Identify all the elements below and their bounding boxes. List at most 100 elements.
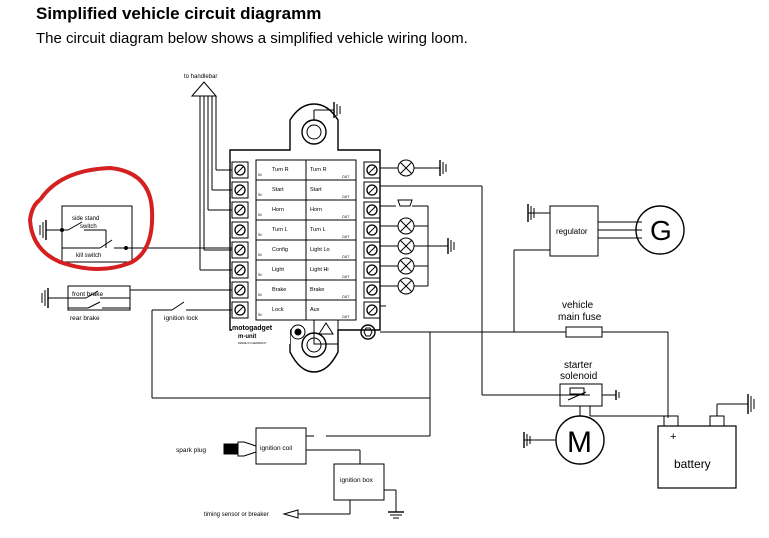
- input-terminal-screw: [236, 246, 244, 254]
- handlebar-label: to handlebar: [184, 74, 217, 80]
- side-stand-label: side stand: [72, 216, 99, 222]
- page-title: Simplified vehicle circuit diagramm: [36, 4, 322, 23]
- battery-plus-label: +: [670, 431, 676, 443]
- regulator-label: regulator: [556, 227, 588, 236]
- input-terminal-screw: [236, 186, 244, 194]
- input-terminal-screw: [236, 166, 244, 174]
- brand-label: motogadget: [232, 325, 273, 332]
- output-terminal: [366, 244, 378, 256]
- generator-label: G: [650, 215, 672, 246]
- output-terminal-frame: [363, 181, 381, 199]
- regulator-generator: [513, 204, 685, 332]
- warning-label: [313, 319, 339, 345]
- fuse-label-1: vehicle: [562, 300, 594, 311]
- starter-solenoid: [523, 383, 668, 465]
- fuse-body: [565, 326, 603, 338]
- out-marker: OUT: [342, 255, 350, 259]
- spark-plug-icon: [237, 441, 257, 457]
- kill-switch-label: kill switch: [76, 253, 101, 259]
- battery-label: battery: [674, 457, 711, 471]
- m-unit-output-label: Turn L: [310, 227, 326, 233]
- output-terminal: [366, 264, 378, 276]
- output-terminal-frame: [363, 261, 381, 279]
- horn-icon: [397, 199, 413, 207]
- output-terminal-screw: [368, 246, 376, 254]
- input-terminal-screw: [236, 286, 244, 294]
- m-unit-output-label: Light Lo: [310, 247, 330, 253]
- input-terminal: [234, 224, 246, 236]
- timing-sensor-arrow: [282, 509, 299, 519]
- front-brake-label: front brake: [72, 291, 103, 298]
- side-stand-kill-switch: [39, 205, 232, 263]
- ignition-box-label: ignition box: [340, 477, 374, 484]
- out-marker: OUT: [342, 235, 350, 239]
- generator-circle: [635, 205, 685, 255]
- output-terminal-screw: [368, 306, 376, 314]
- m-unit-input-label: Lock: [272, 307, 284, 313]
- m-unit-input-label: Config: [272, 247, 288, 253]
- ignition-system: [223, 332, 431, 519]
- handlebar-arrow: [190, 81, 218, 97]
- ground-symbol-top: [313, 102, 341, 120]
- input-terminal: [234, 304, 246, 316]
- output-terminal-screw: [368, 206, 376, 214]
- output-terminal: [366, 304, 378, 316]
- input-terminal-screw: [236, 206, 244, 214]
- made-in-label: MADE IN GERMANY: [238, 341, 267, 345]
- brake-switches: [41, 285, 232, 311]
- input-terminal: [234, 184, 246, 196]
- m-unit: [229, 103, 381, 373]
- m-unit-output-label: Horn: [310, 207, 322, 213]
- m-unit-input-label: Horn: [272, 207, 284, 213]
- battery: [657, 394, 755, 489]
- side-stand-label-2: switch: [80, 224, 97, 230]
- input-terminal: [234, 204, 246, 216]
- output-terminal-frame: [363, 301, 381, 319]
- starter-label-1: starter: [564, 360, 593, 371]
- page-subtitle: The circuit diagram below shows a simpli…: [36, 30, 468, 47]
- model-label: m-unit: [238, 334, 256, 340]
- input-terminal: [234, 164, 246, 176]
- in-marker: IN: [258, 293, 262, 297]
- output-lamps: [380, 159, 590, 396]
- input-terminal-screw: [236, 306, 244, 314]
- input-terminal: [234, 244, 246, 256]
- speaker-icon: [290, 324, 306, 340]
- starter-label-2: solenoid: [560, 371, 597, 382]
- ignition-lock-label: ignition lock: [164, 315, 199, 322]
- input-terminal: [234, 284, 246, 296]
- out-marker: OUT: [342, 175, 350, 179]
- out-marker: OUT: [342, 275, 350, 279]
- switch-contact: [67, 221, 83, 231]
- in-marker: IN: [258, 193, 262, 197]
- output-terminal-screw: [368, 226, 376, 234]
- motor-label: M: [567, 426, 592, 459]
- out-marker: OUT: [342, 215, 350, 219]
- output-terminal-screw: [368, 186, 376, 194]
- out-marker: OUT: [342, 195, 350, 199]
- output-terminal-frame: [363, 201, 381, 219]
- out-marker: OUT: [342, 315, 350, 319]
- m-unit-output-label: Brake: [310, 287, 324, 293]
- output-terminal-frame: [363, 221, 381, 239]
- ignition-coil-label: ignition coil: [260, 445, 293, 452]
- output-terminal-screw: [368, 286, 376, 294]
- ground-terminal: [360, 324, 376, 340]
- output-terminal-screw: [368, 166, 376, 174]
- m-unit-input-label: Brake: [272, 287, 286, 293]
- warning-icon: [318, 322, 334, 335]
- output-terminal: [366, 164, 378, 176]
- output-terminal: [366, 184, 378, 196]
- handlebar-wires: [190, 81, 232, 271]
- rear-brake-label: rear brake: [70, 315, 100, 322]
- highlight-circle: [27, 165, 155, 271]
- regulator-box: [549, 205, 599, 257]
- output-terminal-screw: [368, 266, 376, 274]
- output-terminal-frame: [363, 241, 381, 259]
- in-marker: IN: [258, 213, 262, 217]
- out-marker: OUT: [342, 295, 350, 299]
- output-terminal: [366, 224, 378, 236]
- m-unit-input-label: Turn L: [272, 227, 288, 233]
- in-marker: IN: [258, 313, 262, 317]
